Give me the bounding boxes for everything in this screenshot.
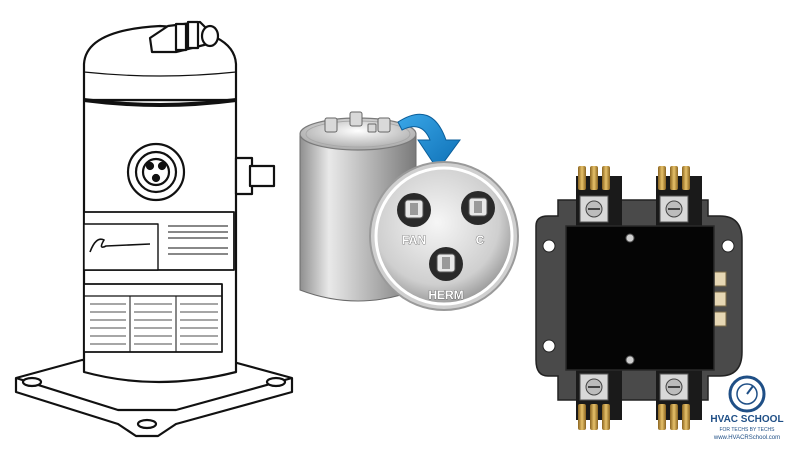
coil-terminals xyxy=(713,271,727,327)
label-text-lines xyxy=(90,303,218,345)
compressor-illustration xyxy=(14,20,294,438)
logo-title: HVAC SCHOOL xyxy=(710,414,783,425)
capacitor-terminal-magnifier: FAN C HERM xyxy=(369,161,519,311)
common-label: C xyxy=(476,233,485,247)
hvac-school-logo: HVAC SCHOOL FOR TECHS BY TECHS www.HVACR… xyxy=(710,375,784,441)
dual-run-capacitor: FAN C HERM xyxy=(299,111,519,311)
contactor-illustration xyxy=(535,166,743,430)
load-terminals xyxy=(576,370,702,430)
fan-label: FAN xyxy=(402,233,426,247)
common-terminal xyxy=(461,191,495,225)
herm-label: HERM xyxy=(428,288,463,302)
herm-terminal xyxy=(429,247,463,281)
fan-terminal xyxy=(397,193,431,227)
logo-url: www.HVACRSchool.com xyxy=(713,435,780,441)
capacitor-top-terminals xyxy=(324,111,391,133)
logo-tagline: FOR TECHS BY TECHS xyxy=(719,427,775,433)
label-barcode-lines xyxy=(168,225,228,255)
line-terminals xyxy=(576,166,702,226)
